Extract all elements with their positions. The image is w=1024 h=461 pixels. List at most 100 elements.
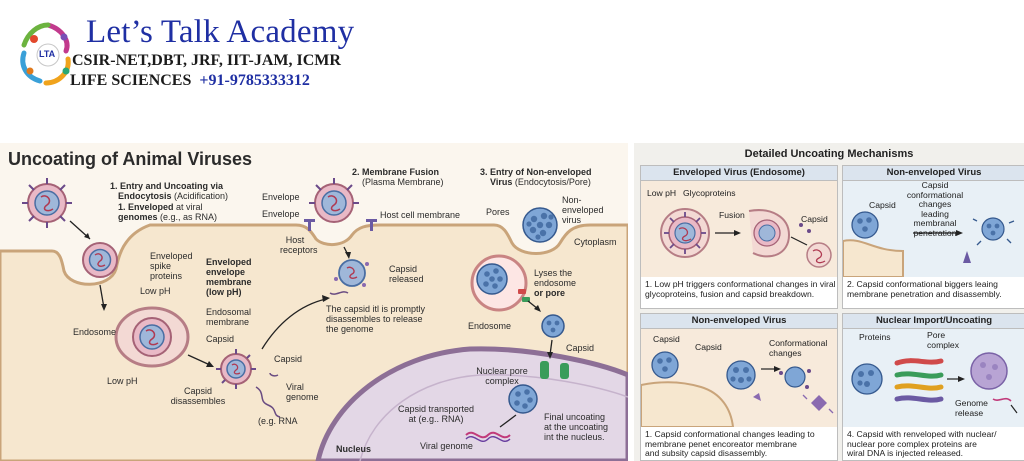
box4-label-pore: Pore — [927, 330, 946, 340]
label-envelope-2: Envelope — [262, 209, 300, 219]
label-endo-mem-1: Endosomal — [206, 307, 252, 317]
detailed-mechanisms-panel: Detailed Uncoating Mechanisms Enveloped … — [634, 143, 1024, 461]
viral-rna-strand — [465, 431, 511, 439]
label-final-uncoating: Final uncoating at the uncoating int the… — [544, 412, 608, 442]
label-nucleus: Nucleus — [336, 444, 372, 454]
label-final-1: Final uncoating — [544, 412, 606, 422]
label-env-spike-2: spike — [150, 261, 172, 271]
box4-caption-1: 4. Capsid with renveloped with nuclear/ — [847, 429, 997, 439]
box4-caption-2: nuclear pore complex proteins are — [847, 438, 977, 449]
label-lyses: Lyses the endosome or pore — [534, 268, 576, 298]
label-enveloped-membrane: Enveloped envelope membrane (low pH) — [206, 257, 252, 297]
label-capsid-released: Capsid released — [389, 264, 424, 284]
label-viral-genome: Viral genome — [286, 382, 319, 402]
box4-label-genome: Genome — [955, 398, 988, 408]
main-diagram: Uncoating of Animal Viruses 1. Entry and… — [0, 143, 628, 461]
label-host-cell-membrane: Host cell membrane — [380, 210, 461, 220]
label-non-env-3: virus — [562, 215, 582, 225]
step1-number: 1. — [110, 181, 118, 191]
box3-caption-2: membrane penet encoreator membrane — [645, 438, 797, 449]
nuclear-pore — [540, 361, 569, 379]
label-non-enveloped-virus: Non- enveloped virus — [562, 195, 604, 225]
label-endosome-left: Endosome — [73, 327, 117, 337]
box1-label-glycoproteins: Glycoproteins — [683, 188, 736, 198]
box2-heading: Non-enveloped Virus — [843, 166, 1024, 181]
endosome-pore-proteins — [518, 289, 530, 302]
label-enveloped-spike: Enveloped spike proteins — [150, 251, 193, 281]
step2-title: 2. Membrane Fusion — [352, 167, 440, 177]
box2-illustration — [842, 211, 1015, 278]
box1-caption: 1. Low pH triggers conformational change… — [645, 279, 836, 299]
label-capsid-rel-1: Capsid — [389, 264, 418, 274]
label-envelope-1: Envelope — [262, 192, 300, 202]
label-eg-rna: (e.g. RNA — [258, 416, 298, 426]
virion-fusion — [309, 178, 359, 223]
box2-caption-2: membrane penetration and disassembly. — [847, 288, 1002, 299]
label-capsid-dis-1: Capsid — [183, 386, 212, 396]
capsid-at-nucleus — [508, 384, 538, 414]
brand-title: Let’s Talk Academy — [86, 14, 355, 50]
step1-genomes: genomes — [118, 212, 158, 222]
step1-sub: 1. Enveloped at viral — [118, 202, 203, 212]
label-env-spike-1: Enveloped — [150, 251, 193, 261]
box3-label-conformational: Conformational changes — [769, 338, 827, 358]
label-non-env-1: Non- — [562, 195, 582, 205]
step3-sub: (Endocytosis/Pore) — [514, 177, 591, 187]
box2-label-penetration: penetration — [913, 227, 957, 238]
label-viral-genome-1: Viral — [286, 382, 304, 392]
box3-heading: Non-enveloped Virus — [641, 314, 837, 329]
box3-label-capsid-2: Capsid — [695, 342, 722, 352]
brand-subject: LIFE SCIENCES — [70, 72, 192, 89]
label-capsid-1: Capsid — [206, 334, 235, 344]
label-env-spike-3: proteins — [150, 271, 183, 281]
label-nuclear-pore-1: Nuclear pore — [476, 366, 528, 376]
label-env-mem-3: membrane — [206, 277, 252, 287]
box4-label-release: release — [955, 407, 984, 418]
label-host-receptors-2: receptors — [280, 245, 318, 255]
label-lyses-2: endosome — [534, 278, 577, 288]
box1-label-fusion: Fusion — [719, 210, 745, 220]
brand-phone: +91-9785333312 — [199, 72, 310, 89]
label-promptly-2: disassembles to release — [326, 314, 423, 324]
label-endosome-right: Endosome — [468, 321, 512, 331]
virion-free — [22, 178, 72, 228]
logo-emblem-icon — [20, 22, 71, 86]
step1-title: 1. Entry and Uncoating via — [110, 181, 223, 191]
label-endo-mem-2: membrane — [206, 317, 250, 327]
panel-title: Detailed Uncoating Mechanisms — [744, 148, 914, 160]
box2-caption: 2. Capsid conformational biggers leaing … — [847, 279, 1002, 299]
label-non-env-2: enveloped — [562, 205, 604, 215]
box4-label-genome-release: Genome release — [955, 398, 988, 418]
label-capsid-dis-2: disassembles — [170, 396, 226, 406]
step2-sub: (Plasma Membrane) — [362, 177, 444, 187]
box4-caption: 4. Capsid with renveloped with nuclear/ … — [847, 429, 997, 459]
nucleus-shape — [315, 346, 628, 461]
label-env-mem-4: (low pH) — [206, 287, 242, 297]
box-enveloped-endosome: Enveloped Virus (Endosome) — [640, 165, 838, 309]
step1-enveloped: 1. Enveloped — [118, 202, 174, 212]
non-enveloped-virion — [522, 207, 558, 243]
box4-caption-3: wiral DNA is injected released. — [847, 448, 964, 458]
box2-label-membranal: membranal — [913, 218, 957, 228]
box4-label-proteins: Proteins — [859, 332, 891, 342]
label-env-mem-1: Enveloped — [206, 257, 252, 267]
box2-label-changes: changes — [918, 199, 952, 209]
box1-caption-2: glycoproteins, fusion and capsid breakdo… — [645, 288, 815, 299]
box2-label-group: Capsid conformational changes leading me… — [905, 180, 965, 238]
box2-label-leading: leading — [921, 208, 949, 219]
label-low-ph-1: Low pH — [140, 286, 171, 296]
box3-label-conformational-2: changes — [769, 347, 802, 358]
box4-heading: Nuclear Import/Uncoating — [843, 314, 1024, 329]
diagram-title: Uncoating of Animal Viruses — [8, 149, 253, 169]
label-lyses-3: or pore — [534, 288, 566, 298]
label-transported-1: Capsid transported — [397, 404, 475, 414]
label-viral-genome-rna: Viral genome — [420, 441, 473, 451]
logo-text: LTA — [39, 49, 56, 59]
label-final-2: at the uncoating — [544, 422, 609, 432]
label-viral-genome-2: genome — [286, 392, 319, 402]
box4-illustration — [851, 352, 1018, 414]
step3-virus: Virus — [490, 177, 513, 187]
virion-binding — [82, 242, 118, 278]
step1-eg-rna: (e.g., as RNA) — [160, 212, 218, 222]
label-env-mem-2: envelope — [206, 267, 246, 277]
